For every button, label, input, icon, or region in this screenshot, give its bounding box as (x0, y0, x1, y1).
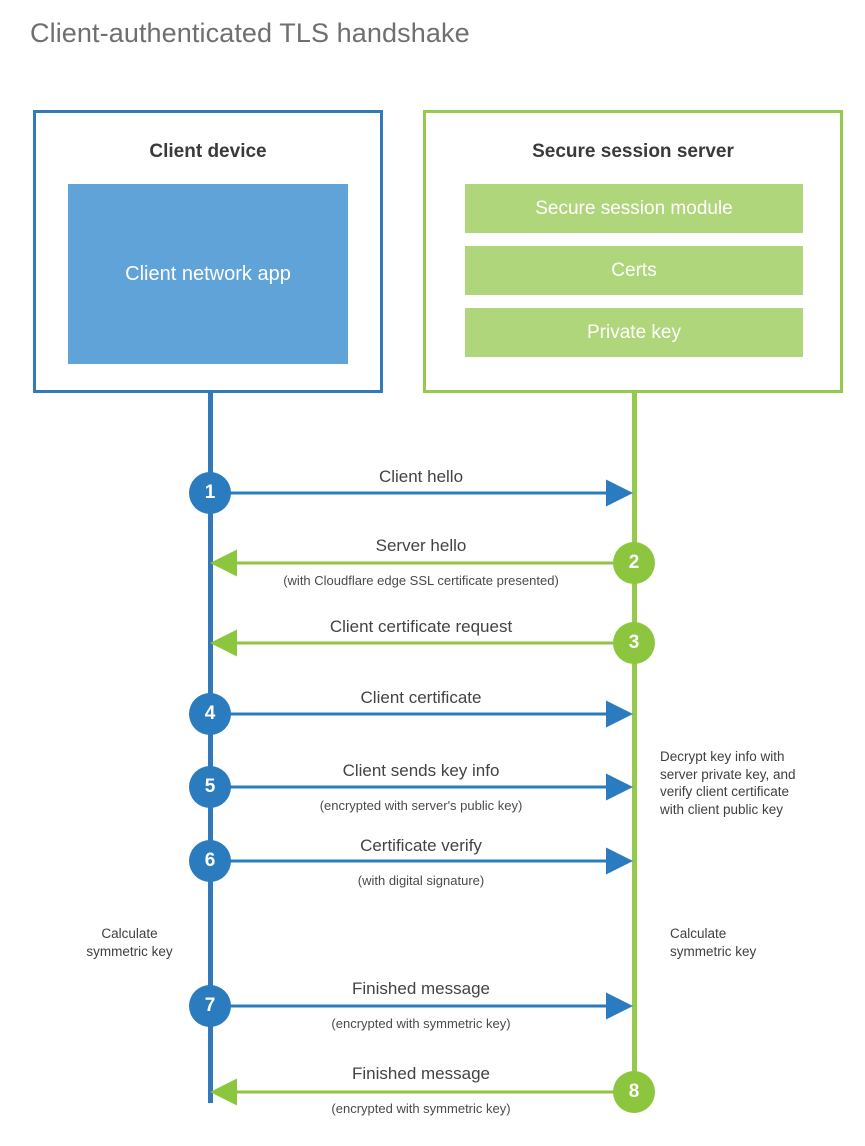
step-circle-2[interactable]: 2 (613, 542, 655, 584)
server-lifeline (632, 391, 637, 1103)
client-calc-note-line-2: symmetric key (86, 943, 173, 959)
message-label-8: Finished message (352, 1064, 490, 1083)
server-decrypt-note-line-2: server private key, and (660, 766, 796, 782)
client-calculate-symmetric-key-note: Calculate symmetric key (52, 925, 207, 960)
step-circle-6[interactable]: 6 (189, 840, 231, 882)
message-label-3: Client certificate request (329, 617, 513, 636)
server-bar-secure-session-module: Secure session module (465, 184, 803, 233)
client-device-box: Client device Client network app (33, 110, 383, 393)
message-label-6: Certificate verify (360, 836, 482, 855)
server-decrypt-note-line-3: verify client certificate (660, 784, 790, 799)
server-decrypt-note: Decrypt key info with server private key… (660, 748, 850, 818)
message-sub-6: (with digital signature) (357, 873, 485, 888)
message-label-5: Client sends key info (342, 761, 500, 780)
client-device-title: Client device (149, 141, 267, 162)
secure-session-server-box: Secure session server Secure session mod… (423, 110, 843, 393)
step-circle-5[interactable]: 5 (189, 766, 231, 808)
step-circle-3[interactable]: 3 (613, 622, 655, 664)
server-module-list: Secure session module Certs Private key (465, 184, 803, 370)
client-network-app-block: Client network app (68, 184, 348, 364)
secure-session-server-title: Secure session server (532, 141, 734, 162)
message-label-7: Finished message (352, 979, 490, 998)
server-calc-note-line-1: Calculate (670, 926, 727, 941)
message-sub-2: (with Cloudflare edge SSL certificate pr… (283, 573, 559, 588)
server-calc-note-line-2: symmetric key (670, 943, 757, 959)
client-network-app-label: Client network app (125, 262, 291, 285)
message-sub-7: (encrypted with symmetric key) (331, 1016, 511, 1031)
step-circle-8[interactable]: 8 (613, 1071, 655, 1113)
client-lifeline (208, 391, 213, 1103)
server-calculate-symmetric-key-note: Calculate symmetric key (670, 925, 840, 960)
server-bar-certs: Certs (465, 246, 803, 295)
message-label-4: Client certificate (360, 688, 482, 707)
server-bar-private-key: Private key (465, 308, 803, 357)
server-decrypt-note-line-1: Decrypt key info with (660, 749, 785, 764)
message-label-2: Server hello (375, 536, 467, 555)
step-circle-7[interactable]: 7 (189, 985, 231, 1027)
server-decrypt-note-line-4: with client public key (660, 801, 784, 817)
client-calc-note-line-1: Calculate (101, 926, 158, 941)
step-circle-1[interactable]: 1 (189, 472, 231, 514)
page-title: Client-authenticated TLS handshake (30, 18, 470, 48)
message-sub-8: (encrypted with symmetric key) (331, 1101, 511, 1116)
step-circle-4[interactable]: 4 (189, 693, 231, 735)
message-label-1: Client hello (378, 467, 464, 486)
message-sub-5: (encrypted with server's public key) (319, 798, 523, 813)
